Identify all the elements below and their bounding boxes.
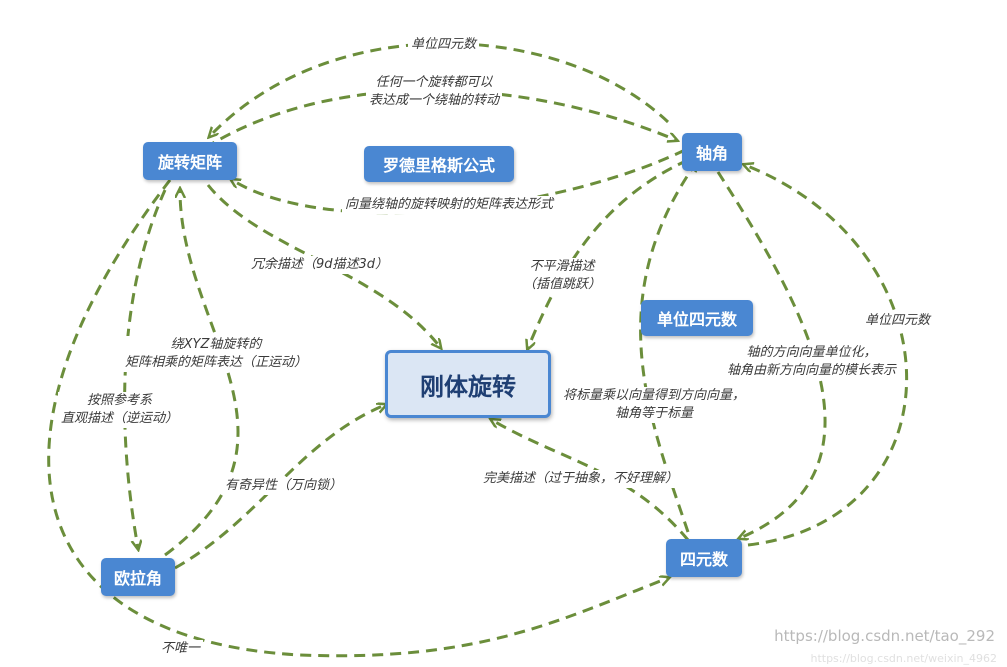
edge-matrix-to-euler (123, 189, 167, 548)
edge-label-line: 不平滑描述 (529, 259, 595, 274)
edge-label-axis-to-center: 不平滑描述 （插值跳跃） (520, 258, 605, 294)
edge-label-line: 绕XYZ轴旋转的 (170, 337, 262, 352)
edge-euler-to-matrix (164, 190, 240, 557)
node-rotation-matrix[interactable]: 旋转矩阵 (143, 142, 237, 180)
edge-label-matrix-to-center: 冗余描述（9d描述3d） (248, 256, 392, 274)
edge-label-line: 任何一个旋转都可以 (375, 75, 493, 90)
edge-quat-to-center (492, 420, 690, 541)
edge-axis-to-center (528, 158, 689, 348)
node-euler-angle[interactable]: 欧拉角 (101, 558, 175, 596)
edge-label-quat-to-axis: 将标量乘以向量得到方向向量， 轴角等于标量 (560, 387, 749, 423)
edge-label-euler-to-center: 有奇异性（万向锁） (222, 477, 346, 495)
edge-quat-to-axis-outer (745, 165, 908, 547)
edge-label-line: 将标量乘以向量得到方向向量， (563, 388, 746, 403)
edge-label-line: （插值跳跃） (523, 277, 602, 292)
edge-label-quat-to-axis-outer: 单位四元数 (862, 312, 934, 330)
edge-label-line: 矩阵相乘的矩阵表达（正运动） (125, 355, 308, 370)
node-unit-quaternion[interactable]: 单位四元数 (641, 300, 753, 336)
edge-label-euler-to-quat: 不唯一 (158, 640, 204, 658)
watermark: https://blog.csdn.net/tao_292 (774, 627, 995, 645)
edge-label-top-arc: 单位四元数 (408, 36, 480, 54)
edge-label-euler-to-matrix: 绕XYZ轴旋转的 矩阵相乘的矩阵表达（正运动） (122, 336, 311, 372)
edge-euler-to-quat (47, 179, 668, 658)
edge-axis-to-quat (716, 171, 827, 538)
edge-label-line: 轴的方向向量单位化， (746, 345, 877, 360)
edge-quat-to-axis (639, 163, 696, 533)
edge-label-axis-to-matrix-bottom: 向量绕轴的旋转映射的矩阵表达形式 (342, 196, 557, 214)
edge-label-axis-to-quat: 轴的方向向量单位化， 轴角由新方向向量的模长表示 (724, 344, 900, 380)
edge-label-quat-to-center: 完美描述（过于抽象，不好理解） (480, 470, 682, 488)
edge-label-line: 直观描述（逆运动） (61, 411, 179, 426)
node-rodrigues[interactable]: 罗德里格斯公式 (364, 146, 514, 182)
edge-label-line: 轴角等于标量 (615, 406, 694, 421)
edge-label-line: 轴角由新方向向量的模长表示 (727, 363, 897, 378)
watermark-faint: https://blog.csdn.net/weixin_4962 (810, 652, 997, 665)
edge-label-line: 按照参考系 (87, 393, 153, 408)
node-rigid-body-rotation[interactable]: 刚体旋转 (385, 350, 551, 418)
edge-label-axis-to-matrix-top: 任何一个旋转都可以 表达成一个绕轴的转动 (366, 74, 503, 110)
edge-label-matrix-to-euler: 按照参考系 直观描述（逆运动） (58, 392, 182, 428)
node-quaternion[interactable]: 四元数 (666, 539, 742, 577)
edge-label-line: 表达成一个绕轴的转动 (369, 93, 500, 108)
edge-axis-to-matrix-bottom (232, 148, 686, 215)
node-axis-angle[interactable]: 轴角 (682, 133, 742, 171)
